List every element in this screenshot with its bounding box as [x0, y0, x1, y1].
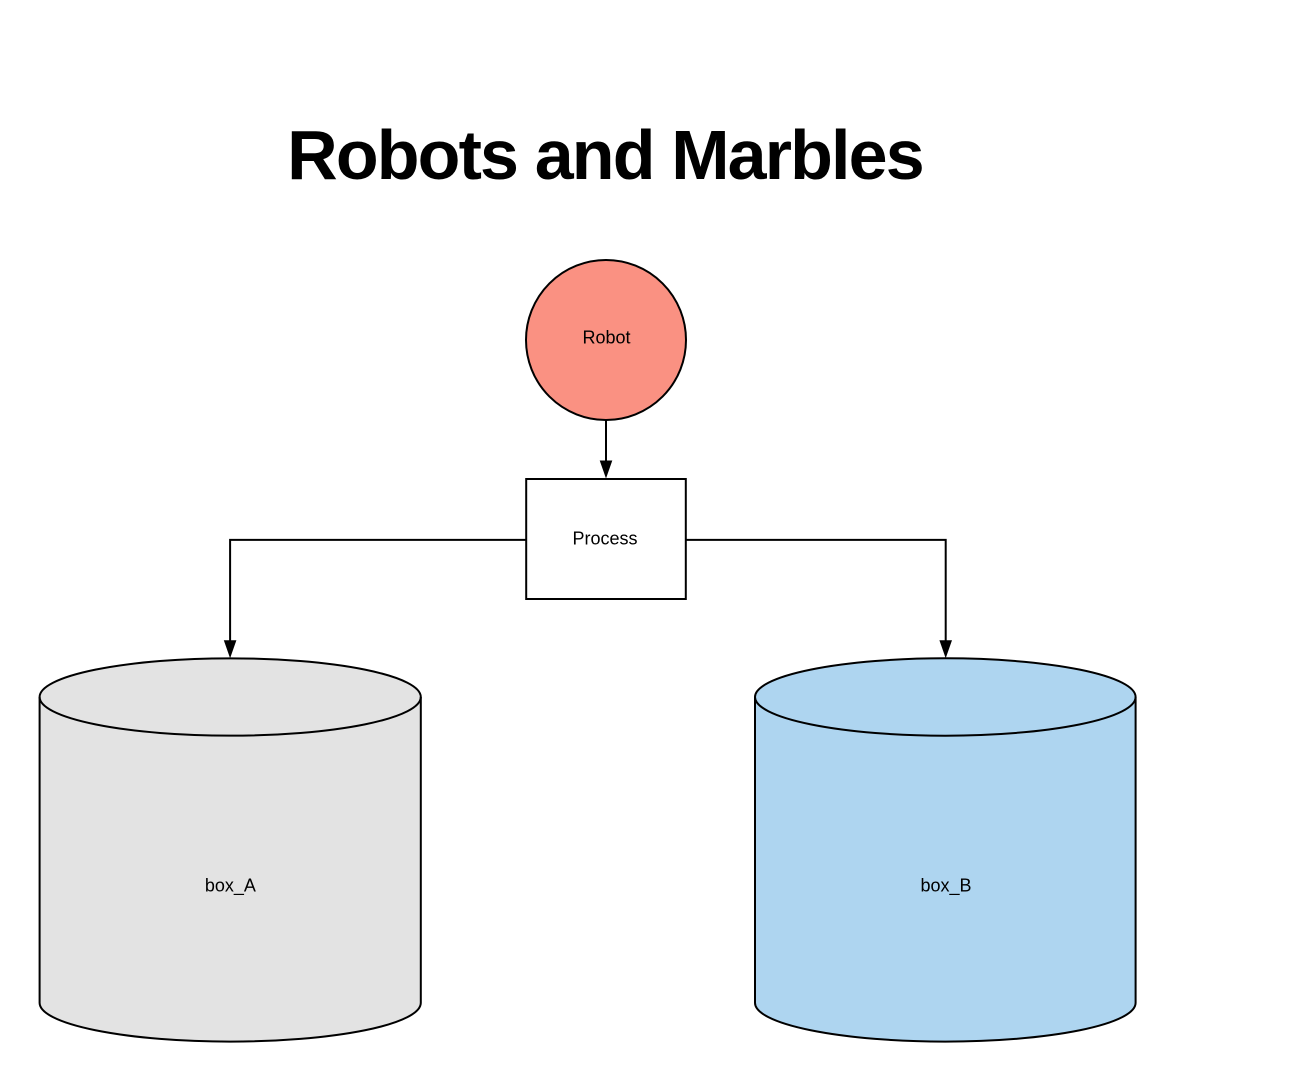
svg-text:Robot: Robot	[582, 328, 630, 348]
svg-text:Process: Process	[572, 529, 637, 549]
svg-text:Robots and Marbles: Robots and Marbles	[287, 116, 923, 194]
svg-text:box_B: box_B	[920, 876, 971, 897]
svg-text:box_A: box_A	[205, 876, 256, 897]
